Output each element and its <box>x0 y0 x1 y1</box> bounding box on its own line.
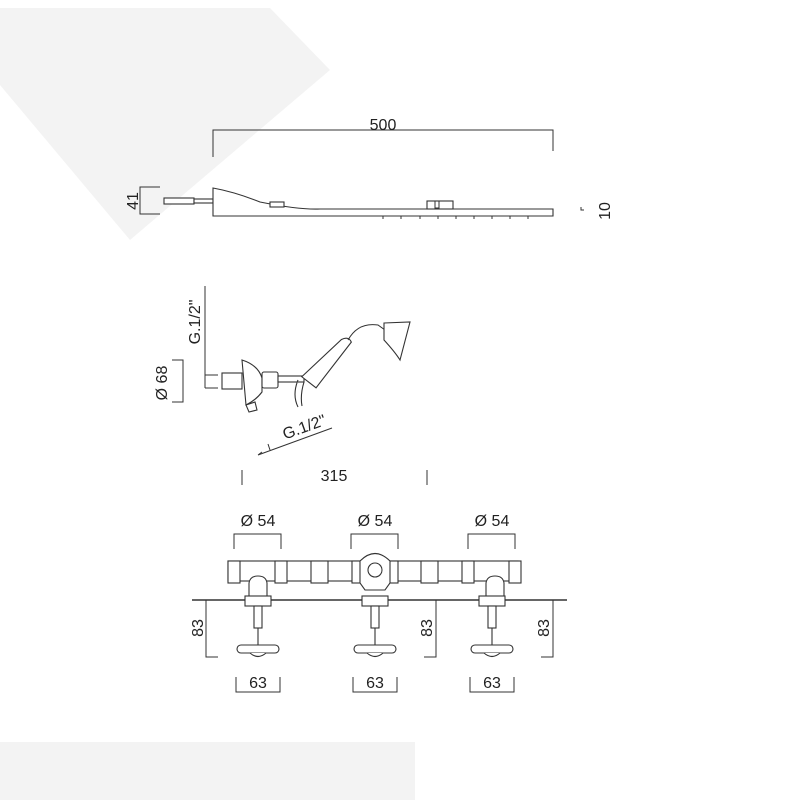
background-shape-top <box>0 8 330 240</box>
valve-assembly: Ø 54 Ø 54 Ø 54 83 <box>190 513 567 693</box>
background-shape-bottom <box>0 742 415 800</box>
hand-shower: G.1/2" Ø 68 G.1/2" 315 <box>154 286 428 485</box>
diameter-label-1: Ø 54 <box>241 513 276 530</box>
thread-hose-dimension: G.1/2" <box>280 412 328 443</box>
handle-label-2: 63 <box>366 675 384 692</box>
nozzles <box>382 216 529 219</box>
overhead-shower: 500 41 10 <box>125 117 614 220</box>
height-dimension: 41 <box>125 192 142 210</box>
thickness-dimension: 10 <box>597 202 614 220</box>
depth-label-2: 83 <box>419 619 436 637</box>
handle-dimensions: 63 63 63 <box>235 675 515 693</box>
depth-label-1: 83 <box>190 619 207 637</box>
depth-label-3: 83 <box>536 619 553 637</box>
handle-label-1: 63 <box>249 675 267 692</box>
handle-label-3: 63 <box>483 675 501 692</box>
diameter-dimensions: Ø 54 Ø 54 Ø 54 <box>233 513 516 549</box>
thread-top-dimension: G.1/2" <box>187 300 204 345</box>
diameter-label-2: Ø 54 <box>358 513 393 530</box>
flange-diameter-dimension: Ø 68 <box>154 366 171 401</box>
width-dimension: 500 <box>370 117 397 134</box>
diameter-label-3: Ø 54 <box>475 513 510 530</box>
depth-dimensions: 83 83 83 <box>190 600 554 658</box>
length-dimension: 315 <box>321 468 348 485</box>
